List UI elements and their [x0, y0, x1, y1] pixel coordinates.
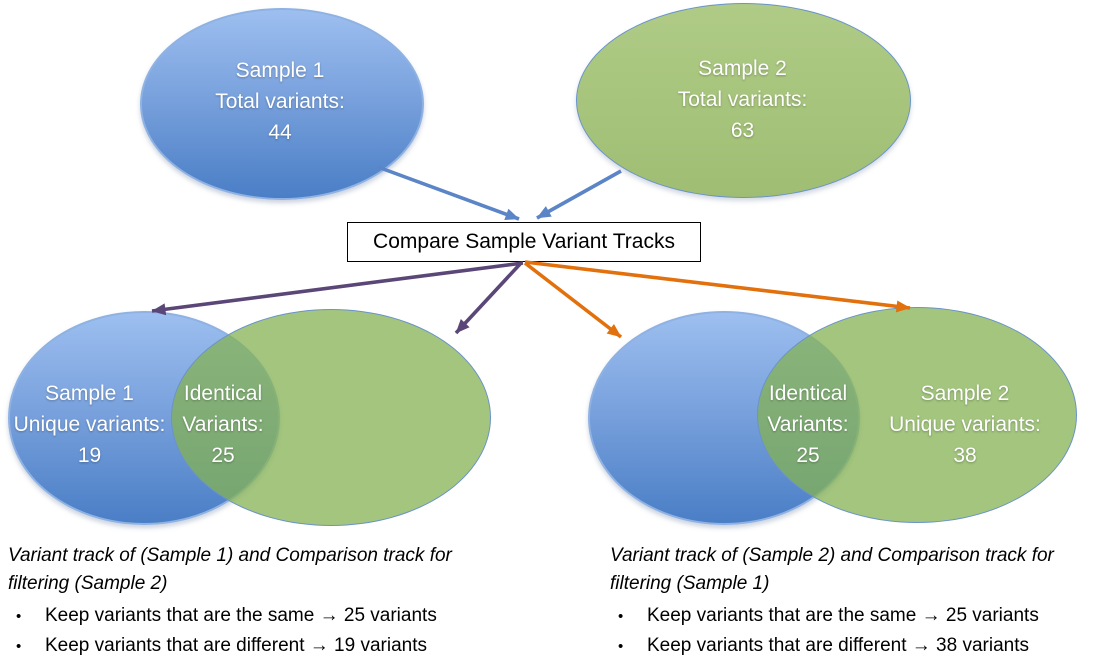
sample2-total-ellipse [576, 3, 911, 198]
notes-right-heading: Variant track of (Sample 2) and Comparis… [610, 545, 1054, 594]
arrow-sample2-to-compare [536, 169, 622, 220]
label-line: Sample 2 [920, 382, 1010, 405]
bullet-text: Keep variants that are the same → 25 var… [45, 605, 437, 626]
bullet-text: Keep variants that are different → 19 va… [45, 635, 427, 656]
compare-box-label: Compare Sample Variant Tracks [373, 230, 675, 253]
left-venn-identical-label: Identical Variants: 25 [173, 378, 273, 471]
bullet-marker: • [16, 608, 22, 625]
bullet-item: • Keep variants that are different → 38 … [610, 631, 1098, 661]
bullet-item: • Keep variants that are different → 19 … [8, 631, 500, 661]
label-line: 63 [730, 119, 755, 142]
label-line: 44 [268, 121, 292, 144]
bullet-marker: • [618, 638, 624, 655]
arrow-compare-to-rightvenn-blue [523, 261, 623, 339]
label-line: Sample 2 [698, 57, 787, 80]
bullet-text: Keep variants that are different → 38 va… [647, 635, 1029, 656]
label-line: Variants: [182, 413, 264, 436]
left-venn-sample1-label: Sample 1 Unique variants: 19 [0, 378, 182, 471]
label-line: Sample 1 [45, 382, 134, 405]
left-venn-green-ellipse [171, 309, 491, 526]
bullet-marker: • [618, 608, 624, 625]
sample2-total-label: Sample 2 Total variants: 63 [576, 53, 909, 146]
bullet-marker: • [16, 638, 22, 655]
right-venn-green-ellipse [757, 307, 1077, 523]
compare-box: Compare Sample Variant Tracks [347, 222, 701, 262]
sample1-total-label: Sample 1 Total variants: 44 [140, 55, 420, 148]
bullet-text: Keep variants that are the same → 25 var… [647, 605, 1039, 626]
label-line: 25 [796, 444, 820, 467]
label-line: Total variants: [677, 88, 808, 111]
right-venn-sample2-label: Sample 2 Unique variants: 38 [870, 378, 1060, 471]
label-line: 19 [77, 444, 102, 467]
arrow-compare-to-leftvenn-green [454, 261, 523, 335]
notes-right: Variant track of (Sample 2) and Comparis… [610, 542, 1098, 661]
arrow-sample1-to-compare [377, 165, 520, 221]
label-line: 25 [211, 444, 235, 467]
label-line: Total variants: [215, 90, 345, 113]
label-line: 38 [953, 444, 977, 467]
bullet-item: • Keep variants that are the same → 25 v… [8, 601, 500, 631]
label-line: Variants: [767, 413, 849, 436]
right-venn-identical-label: Identical Variants: 25 [758, 378, 858, 471]
notes-left-heading: Variant track of (Sample 1) and Comparis… [8, 545, 452, 594]
label-line: Unique variants: [13, 413, 166, 436]
sample1-total-ellipse [140, 8, 424, 200]
label-line: Identical [183, 382, 263, 405]
arrow-compare-to-leftvenn-blue [151, 261, 524, 316]
bullet-item: • Keep variants that are the same → 25 v… [610, 601, 1098, 631]
label-line: Sample 1 [235, 59, 325, 82]
label-line: Unique variants: [889, 413, 1041, 436]
notes-left: Variant track of (Sample 1) and Comparis… [8, 542, 500, 661]
arrow-compare-to-rightvenn-green [524, 260, 911, 313]
label-line: Identical [768, 382, 848, 405]
